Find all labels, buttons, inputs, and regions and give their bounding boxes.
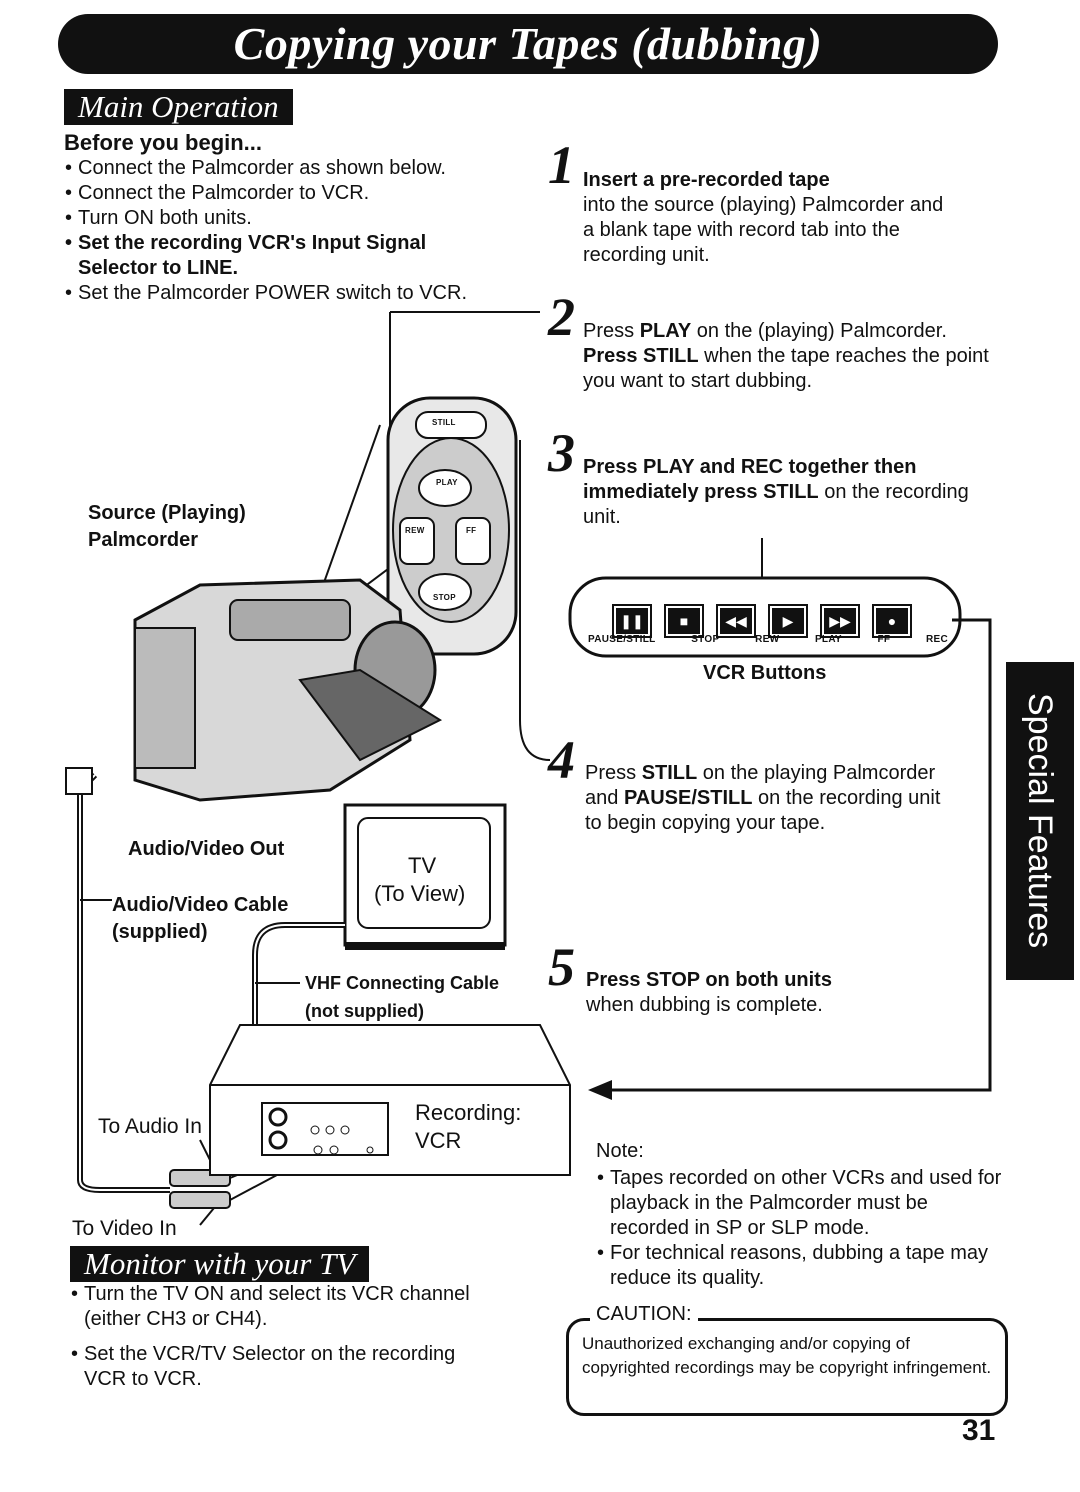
- caution-text: Unauthorized exchanging and/or copying o…: [582, 1334, 992, 1377]
- step-4-text: Press STILL on the playing Palmcorder an…: [585, 762, 941, 834]
- remote-control-icon: [386, 396, 518, 656]
- recording-label: Recording:: [415, 1100, 522, 1125]
- source-palmcorder-label: Source (Playing) Palmcorder: [88, 502, 246, 551]
- fast-forward-icon: ▶▶: [820, 604, 860, 638]
- note-heading: Note:: [596, 1140, 644, 1162]
- page-number: 31: [962, 1414, 996, 1447]
- list-item: Set the VCR/TV Selector on the recording…: [68, 1342, 478, 1392]
- caution-heading: CAUTION:: [590, 1303, 698, 1326]
- stop-icon: ■: [664, 604, 704, 638]
- vcr-button-labels: PAUSE/STILL STOP REW PLAY FF REC: [588, 634, 948, 645]
- step-1-text: Insert a pre-recorded tape into the sour…: [583, 169, 944, 266]
- remote-rew-label: REW: [405, 526, 425, 535]
- to-audio-label: To Audio In: [98, 1115, 202, 1138]
- remote-still-label: STILL: [432, 418, 456, 427]
- remote-stop-label: STOP: [433, 593, 456, 602]
- list-item: For technical reasons, dubbing a tape ma…: [594, 1241, 1010, 1291]
- list-item: Set the Palmcorder POWER switch to VCR.: [62, 281, 542, 306]
- vcr-buttons-caption: VCR Buttons: [703, 662, 827, 684]
- pause-icon: ❚❚: [612, 604, 652, 638]
- step-2-text: Press PLAY on the (playing) Palmcorder. …: [583, 320, 989, 392]
- vcr-button-label: REW: [755, 634, 780, 645]
- vcr-button-label: FF: [877, 634, 891, 645]
- vcr-icon: [209, 1024, 571, 1176]
- palmcorder-icon: [133, 578, 443, 802]
- vhf-note-label: (not supplied): [305, 1001, 424, 1021]
- play-icon: ▶: [768, 604, 808, 638]
- remote-play-label: PLAY: [436, 478, 458, 487]
- step-number: 4: [548, 730, 575, 790]
- av-cable-label: Audio/Video Cable (supplied): [112, 894, 289, 943]
- note-list: Tapes recorded on other VCRs and used fo…: [594, 1166, 1010, 1291]
- list-item: Tapes recorded on other VCRs and used fo…: [594, 1166, 1010, 1241]
- av-out-label: Audio/Video Out: [128, 838, 285, 860]
- vcr-button-label: STOP: [691, 634, 720, 645]
- step-3-text: Press PLAY and REC together then immedia…: [583, 456, 969, 528]
- rewind-icon: ◀◀: [716, 604, 756, 638]
- monitor-list: Turn the TV ON and select its VCR channe…: [68, 1282, 478, 1392]
- section-side-tab: Special Features: [1006, 662, 1074, 980]
- list-item: Connect the Palmcorder as shown below.: [62, 156, 542, 181]
- list-item: Set the recording VCR's Input Signal Sel…: [62, 231, 508, 281]
- step-number: 1: [548, 135, 575, 195]
- record-icon: ●: [872, 604, 912, 638]
- before-list: Connect the Palmcorder as shown below. C…: [62, 156, 542, 306]
- step-number: 5: [548, 937, 575, 997]
- main-operation-heading: Main Operation: [64, 89, 293, 125]
- vhf-cable-label: VHF Connecting Cable: [305, 973, 500, 993]
- caution-box: [566, 1318, 1008, 1416]
- remote-ff-label: FF: [466, 526, 477, 535]
- before-you-begin-heading: Before you begin...: [64, 130, 263, 155]
- step-number: 2: [548, 287, 575, 347]
- list-item: Connect the Palmcorder to VCR.: [62, 181, 542, 206]
- tv-icon: [343, 803, 507, 950]
- vcr-button-label: PAUSE/STILL: [588, 634, 656, 645]
- monitor-heading: Monitor with your TV: [70, 1246, 370, 1282]
- vcr-button-row: ❚❚ ■ ◀◀ ▶ ▶▶ ●: [612, 604, 912, 638]
- page-title: Copying your Tapes (dubbing): [58, 14, 998, 74]
- list-item: Turn ON both units.: [62, 206, 542, 231]
- vcr-button-label: PLAY: [814, 634, 842, 645]
- step-number: 3: [548, 423, 575, 483]
- vcr-button-label: REC: [925, 634, 948, 645]
- tv-sub-label: (To View): [374, 881, 466, 906]
- list-item: Turn the TV ON and select its VCR channe…: [68, 1282, 478, 1332]
- vcr-label: VCR: [415, 1128, 462, 1153]
- tv-label: TV: [408, 853, 437, 878]
- to-video-label: To Video In: [72, 1217, 177, 1240]
